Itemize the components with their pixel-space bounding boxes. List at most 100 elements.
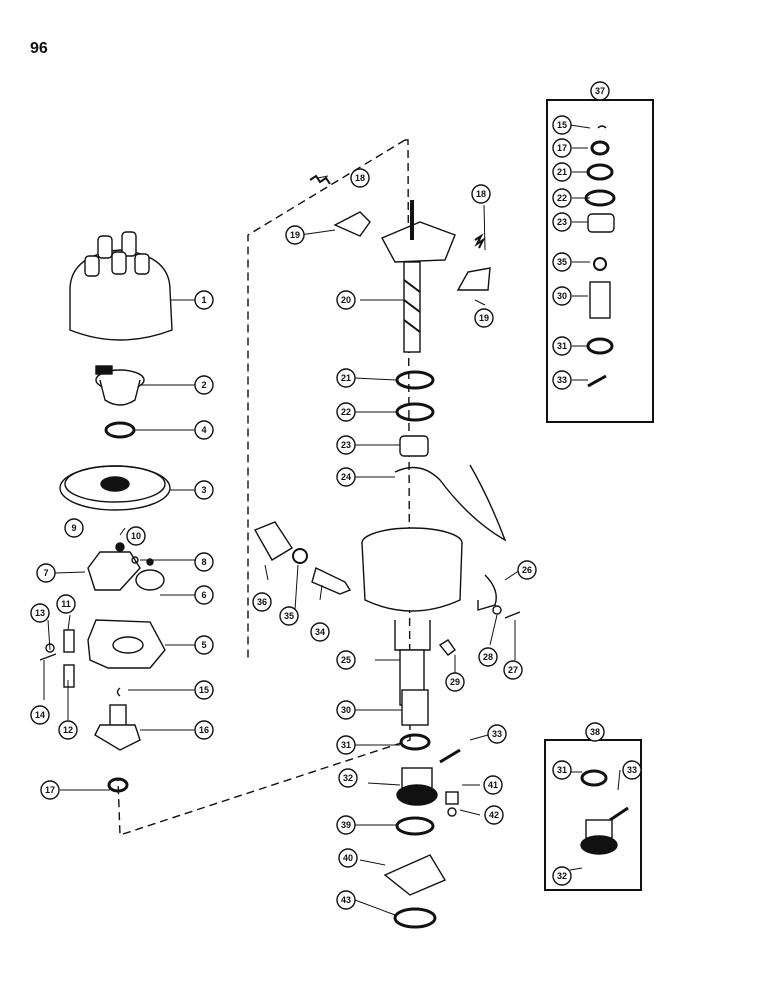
- page-number: 96: [30, 40, 48, 57]
- callout-34: 34: [315, 627, 325, 637]
- callout-37: 37: [595, 86, 605, 96]
- clip-12: [63, 664, 75, 688]
- kit38-callout-31: 31: [557, 765, 567, 775]
- callout-19-circle: [285, 225, 305, 245]
- breaker-plate: [87, 619, 166, 669]
- callout-28-circle: [478, 647, 498, 667]
- callout-15-circle: [194, 680, 214, 700]
- kit37-callout-22-circle: [552, 188, 572, 208]
- spring-18b: [474, 233, 486, 249]
- callout-32-circle: [338, 768, 358, 788]
- callout-9-circle: [64, 518, 84, 538]
- callout-11-circle: [56, 594, 76, 614]
- callout-7: 7: [43, 568, 48, 578]
- bolt-41: [445, 791, 459, 805]
- dust-shield: [59, 465, 171, 511]
- callout-32: 32: [343, 773, 353, 783]
- callout-5: 5: [201, 640, 206, 650]
- callout-1-circle: [194, 290, 214, 310]
- callout-12-circle: [58, 720, 78, 740]
- callout-27: 27: [508, 665, 518, 675]
- callout-3-circle: [194, 480, 214, 500]
- callout-21: 21: [341, 373, 351, 383]
- kit37-callout-23-circle: [552, 212, 572, 232]
- shaft-20: [381, 200, 456, 353]
- kit37-bearing: [587, 213, 615, 233]
- callout-13-circle: [30, 603, 50, 623]
- kit37-callout-15-circle: [552, 115, 572, 135]
- callout-28: 28: [483, 652, 493, 662]
- callout-14: 14: [35, 710, 45, 720]
- callout-25: 25: [341, 655, 351, 665]
- callout-18: 18: [355, 173, 365, 183]
- dashed-group-outline: [117, 139, 411, 836]
- callout-19: 19: [290, 230, 300, 240]
- callout-38-circle: [585, 722, 605, 742]
- kit37-callout-33-circle: [552, 370, 572, 390]
- kit37-callout-31: 31: [557, 341, 567, 351]
- connector-36: [253, 521, 293, 561]
- kit37-washer-22: [584, 189, 616, 207]
- screw-14: [39, 653, 57, 661]
- callout-24-circle: [336, 467, 356, 487]
- callout-29-circle: [445, 672, 465, 692]
- contact-set: [87, 542, 165, 591]
- callout-18-b: 18: [476, 189, 486, 199]
- callout-33-circle: [487, 724, 507, 744]
- callout-15: 15: [199, 685, 209, 695]
- callout-group: 1234567891011121314151617181819192021222…: [30, 81, 642, 910]
- callout-40: 40: [343, 853, 353, 863]
- callout-31: 31: [341, 740, 351, 750]
- kit37-callout-21: 21: [557, 167, 567, 177]
- washer-4: [104, 421, 136, 439]
- clamp-40: [383, 854, 447, 896]
- kit38-washer: [580, 769, 608, 787]
- kit38-callout-32: 32: [557, 871, 567, 881]
- washer-31: [399, 733, 431, 751]
- kit37-callout-17: 17: [557, 143, 567, 153]
- callout-18-b-circle: [471, 184, 491, 204]
- kit37-callout-30-circle: [552, 286, 572, 306]
- bushing-17: [107, 777, 129, 793]
- kit37-clip: [597, 125, 607, 129]
- callout-8-circle: [194, 552, 214, 572]
- kit37-callout-21-circle: [552, 162, 572, 182]
- callout-4: 4: [201, 425, 206, 435]
- kit38-pin: [609, 806, 629, 822]
- callout-25-circle: [336, 650, 356, 670]
- pin-33: [439, 748, 461, 764]
- weight-19a: [333, 211, 371, 237]
- callout-2: 2: [201, 380, 206, 390]
- weight-19b: [456, 267, 491, 291]
- distributor-cap: [69, 231, 173, 341]
- kit37-pin: [587, 374, 607, 388]
- callout-10-circle: [126, 526, 146, 546]
- clip-11: [63, 629, 75, 653]
- callout-23-circle: [336, 435, 356, 455]
- kit38-callout-31-circle: [552, 760, 572, 780]
- callout-31-circle: [336, 735, 356, 755]
- bushing-30: [401, 689, 429, 726]
- oring-43: [393, 907, 437, 929]
- bearing-23: [399, 435, 429, 457]
- kit37-washer-35: [593, 257, 607, 271]
- kit37-callout-30: 30: [557, 291, 567, 301]
- callout-6-circle: [194, 585, 214, 605]
- callout-20: 20: [341, 295, 351, 305]
- callout-22-circle: [336, 402, 356, 422]
- kit37-callout-31-circle: [552, 336, 572, 356]
- callout-43-circle: [336, 890, 356, 910]
- callout-41-circle: [483, 775, 503, 795]
- kit37-callout-33: 33: [557, 375, 567, 385]
- callout-27-circle: [503, 660, 523, 680]
- callout-3: 3: [201, 485, 206, 495]
- callout-18-circle: [350, 168, 370, 188]
- callout-29: 29: [450, 677, 460, 687]
- kit37-callout-35-circle: [552, 252, 572, 272]
- kit38-gear: [580, 835, 618, 855]
- callout-23: 23: [341, 440, 351, 450]
- kit37-washer-21: [586, 163, 614, 181]
- callout-1: 1: [201, 295, 206, 305]
- callout-13: 13: [35, 608, 45, 618]
- kit38-callout-32-circle: [552, 866, 572, 886]
